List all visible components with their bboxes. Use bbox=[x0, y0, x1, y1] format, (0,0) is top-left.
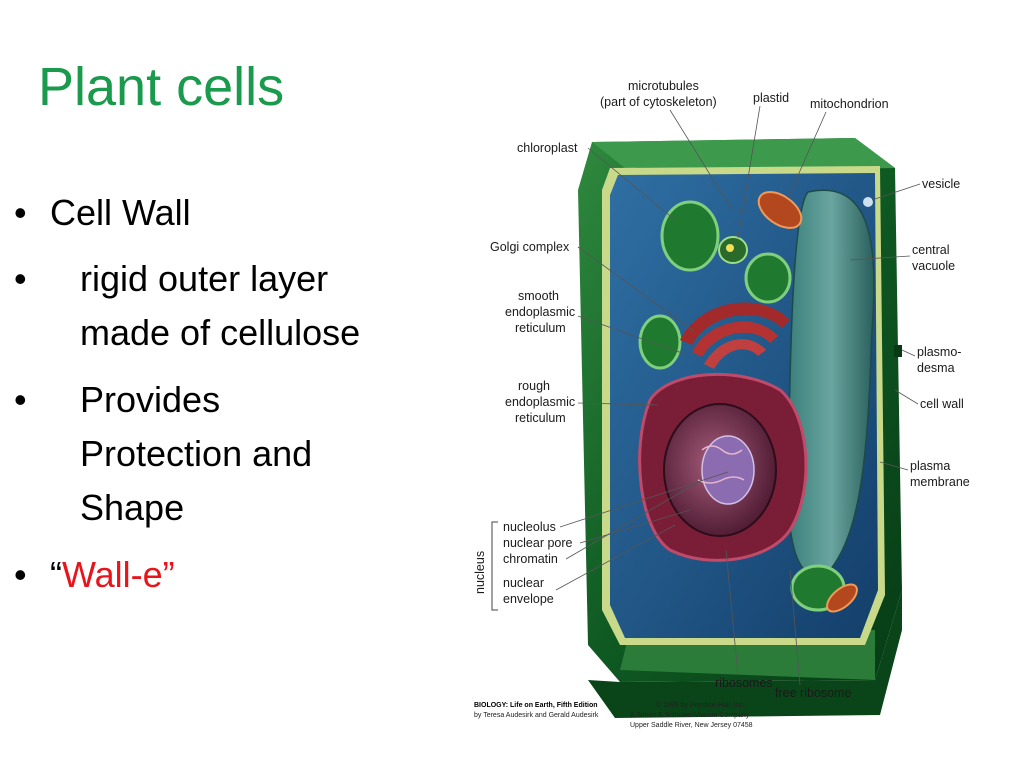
leader-vesicle bbox=[871, 183, 921, 201]
label-rough-er-1: rough bbox=[518, 379, 550, 393]
leader-plastid bbox=[737, 105, 761, 239]
leader-microtubules bbox=[669, 109, 733, 211]
chromatin bbox=[697, 445, 745, 484]
nucleolus bbox=[701, 435, 755, 505]
bullet-dot: • bbox=[14, 379, 27, 420]
golgi-complex bbox=[704, 339, 766, 369]
bullet-text-line1: Provides bbox=[80, 379, 221, 420]
mitochondrion-shape bbox=[757, 191, 803, 229]
leader-chloroplast bbox=[587, 147, 676, 221]
label-nucleolus: nucleolus bbox=[503, 520, 556, 534]
bullet-text: “Wall-e” bbox=[50, 548, 175, 602]
wall-e-highlight: Wall-e bbox=[62, 554, 163, 595]
label-rough-er-2: endoplasmic bbox=[505, 395, 575, 409]
leader-plasma-membrane bbox=[879, 461, 909, 471]
chloroplast-shape bbox=[660, 200, 720, 272]
label-free-ribosome: free ribosome bbox=[775, 686, 851, 700]
bullet-dot: • bbox=[14, 258, 27, 299]
label-nuclear-envelope-2: envelope bbox=[503, 592, 554, 606]
bullet-text-line3: Shape bbox=[80, 487, 185, 528]
label-plastid: plastid bbox=[753, 91, 789, 105]
credit-company: A Simon & Schuster/Viacom Company bbox=[630, 712, 750, 719]
leader-smooth-er bbox=[577, 315, 686, 355]
label-rough-er-3: reticulum bbox=[515, 411, 566, 425]
plant-cell-diagram: chloroplast Golgi complex smooth endopla… bbox=[473, 79, 970, 729]
credit-book-title: BIOLOGY: Life on Earth, Fifth Edition bbox=[474, 702, 598, 709]
close-quote: ” bbox=[162, 554, 175, 595]
label-ribosomes: ribosomes bbox=[715, 676, 773, 690]
golgi-complex bbox=[680, 302, 790, 345]
label-golgi: Golgi complex bbox=[490, 240, 570, 254]
bullet-text-line2: made of cellulose bbox=[80, 312, 361, 353]
bullet-list: • Cell Wall • rigid outer layer made of … bbox=[0, 0, 470, 768]
leader-nuclear-pore bbox=[579, 509, 691, 544]
label-plasmodesma-1: plasmo- bbox=[917, 345, 961, 359]
leader-golgi bbox=[577, 246, 696, 333]
open-quote: “ bbox=[50, 554, 62, 595]
plant-cell-figure: chloroplast Golgi complex smooth endopla… bbox=[470, 70, 1020, 750]
cell-wall-lower-face bbox=[588, 590, 902, 718]
label-smooth-er-2: endoplasmic bbox=[505, 305, 575, 319]
label-nuclear-pore: nuclear pore bbox=[503, 536, 573, 550]
label-vesicle: vesicle bbox=[922, 177, 960, 191]
leader-central-vacuole bbox=[849, 255, 911, 261]
plastid-starch bbox=[726, 244, 734, 252]
credit-copyright: © 1999 by Prentice-Hall, Inc. bbox=[656, 701, 745, 709]
cell-wall-top-face bbox=[592, 138, 895, 172]
credit-authors: by Teresa Audesirk and Gerald Audesirk bbox=[474, 712, 599, 719]
label-central-vacuole-1: central bbox=[912, 243, 950, 257]
label-nuclear-envelope-1: nuclear bbox=[503, 576, 544, 590]
chloroplast-shape bbox=[744, 252, 792, 304]
plasmodesma-shape bbox=[894, 345, 902, 357]
leader-plasmodesma bbox=[901, 349, 916, 357]
leader-chromatin bbox=[565, 479, 703, 560]
label-central-vacuole-2: vacuole bbox=[912, 259, 955, 273]
credit-address: Upper Saddle River, New Jersey 07458 bbox=[630, 722, 753, 729]
slide-title: Plant cells bbox=[38, 57, 285, 117]
label-nucleus: nucleus bbox=[473, 551, 487, 594]
leader-ribosomes bbox=[725, 549, 739, 676]
label-mitochondrion: mitochondrion bbox=[810, 97, 889, 111]
leader-nuclear-envelope bbox=[555, 524, 676, 591]
golgi-complex bbox=[692, 321, 778, 357]
label-plasma-membrane-1: plasma bbox=[910, 459, 950, 473]
leader-free-ribosome bbox=[789, 569, 801, 686]
bullet-text-line1: rigid outer layer bbox=[80, 258, 329, 299]
leader-cell-wall bbox=[894, 389, 919, 405]
mitochondrion-shape bbox=[826, 583, 858, 613]
label-chromatin: chromatin bbox=[503, 552, 558, 566]
bullet-dot: • bbox=[14, 192, 27, 233]
bullet-dot: • bbox=[14, 554, 27, 595]
label-plasma-membrane-2: membrane bbox=[910, 475, 970, 489]
label-smooth-er-1: smooth bbox=[518, 289, 559, 303]
label-smooth-er-3: reticulum bbox=[515, 321, 566, 335]
label-plasmodesma-2: desma bbox=[917, 361, 955, 375]
label-cell-wall: cell wall bbox=[920, 397, 964, 411]
label-microtubules: microtubules bbox=[628, 79, 699, 93]
leader-mitochondrion bbox=[787, 111, 827, 199]
label-cytoskeleton: (part of cytoskeleton) bbox=[600, 95, 717, 109]
bullet-text-line2: Protection and bbox=[80, 433, 313, 474]
bullet-text: Cell Wall bbox=[50, 192, 191, 233]
nucleus-bracket bbox=[491, 521, 498, 611]
label-chloroplast: chloroplast bbox=[517, 141, 578, 155]
chloroplast-shape bbox=[638, 314, 682, 370]
leader-rough-er bbox=[577, 402, 659, 406]
vesicle-shape bbox=[863, 197, 873, 207]
